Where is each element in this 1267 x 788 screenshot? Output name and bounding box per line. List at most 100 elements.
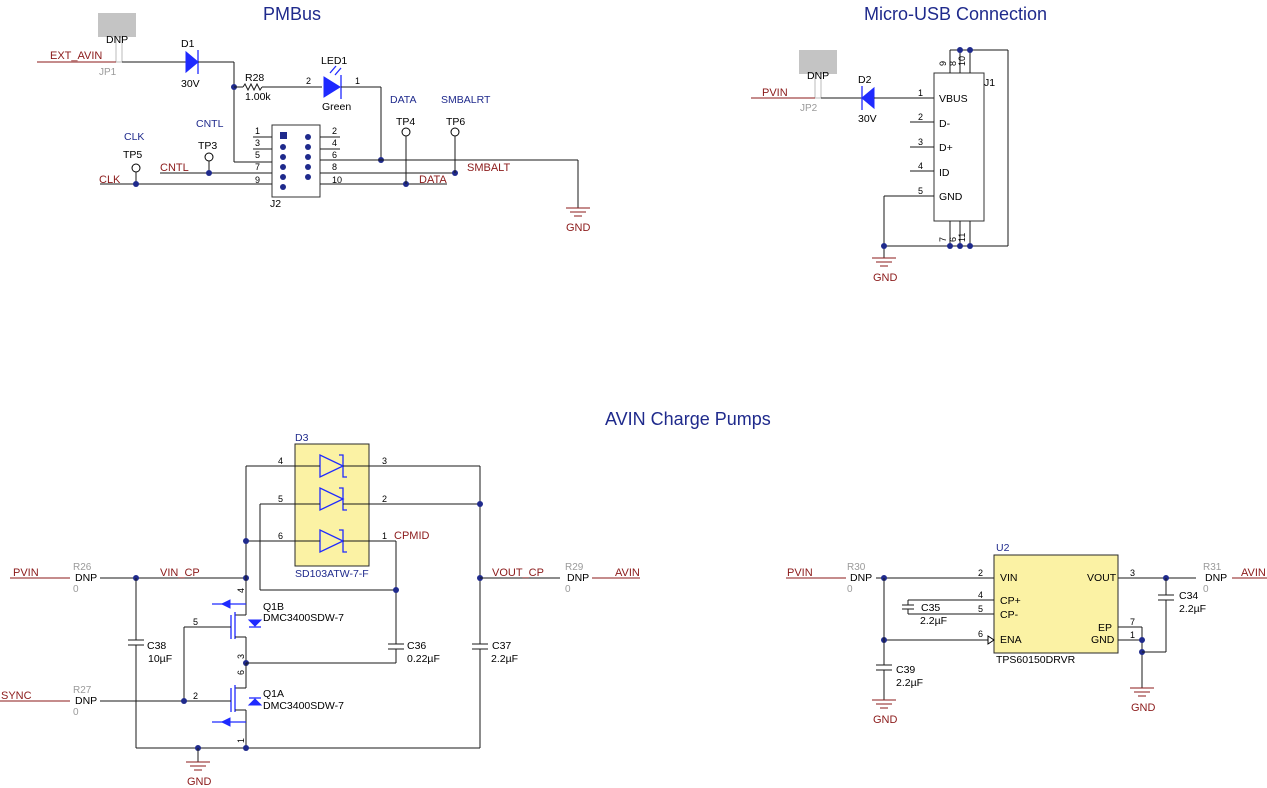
data-label: DATA bbox=[390, 94, 416, 106]
jp2-jumper: DNP JP2 bbox=[799, 50, 837, 114]
d3-value: SD103ATW-7-F bbox=[295, 568, 369, 580]
u2-pin-vin: VIN bbox=[1000, 572, 1018, 584]
u2-chip: U2 TPS60150DRVR VIN CP+ CP- ENA VOUT EP … bbox=[993, 542, 1119, 666]
svg-text:11: 11 bbox=[957, 233, 967, 242]
jp2-dnp: DNP bbox=[807, 70, 829, 82]
u2-left-ground-symbol: GND bbox=[872, 699, 898, 726]
c37-value: 2.2µF bbox=[491, 653, 518, 665]
tp4-testpoint bbox=[401, 127, 411, 137]
c35-ref: C35 bbox=[921, 602, 940, 614]
q1b-mosfet: Q1B DMC3400SDW-7 bbox=[212, 592, 344, 663]
jp1-dnp: DNP bbox=[106, 34, 128, 46]
jp1-ref: JP1 bbox=[99, 67, 117, 78]
cp-gnd-net: GND bbox=[187, 776, 212, 788]
svg-text:2: 2 bbox=[918, 112, 923, 122]
tp6-ref: TP6 bbox=[446, 116, 465, 128]
cpmid-net: CPMID bbox=[394, 530, 430, 542]
svg-text:4: 4 bbox=[918, 161, 923, 171]
cp-ground-symbol: GND bbox=[186, 761, 212, 788]
svg-text:7: 7 bbox=[1130, 617, 1135, 627]
r27-ref: R27 bbox=[73, 685, 92, 696]
c38-value: 10µF bbox=[148, 653, 172, 665]
u2-value: TPS60150DRVR bbox=[996, 654, 1076, 666]
svg-text:1: 1 bbox=[236, 738, 246, 743]
r26-value: 0 bbox=[73, 584, 79, 595]
svg-text:5: 5 bbox=[193, 617, 198, 627]
tp3-testpoint bbox=[204, 152, 214, 162]
c36-value: 0.22µF bbox=[407, 653, 440, 665]
svg-text:9: 9 bbox=[938, 61, 948, 66]
r29-dnp: DNP bbox=[567, 572, 589, 584]
pmbus-title: PMBus bbox=[263, 4, 321, 24]
c38-ref: C38 bbox=[147, 640, 166, 652]
svg-text:3: 3 bbox=[1130, 568, 1135, 578]
usb-title: Micro-USB Connection bbox=[864, 4, 1047, 24]
tp5-ref: TP5 bbox=[123, 149, 142, 161]
u2-pin-gnd: GND bbox=[1091, 634, 1115, 646]
svg-text:1: 1 bbox=[382, 531, 387, 541]
u2-right-gnd-net: GND bbox=[1131, 702, 1156, 714]
pmbus-gnd-net: GND bbox=[566, 222, 591, 234]
ext-avin-net: EXT_AVIN bbox=[50, 50, 102, 62]
usb-gnd-net: GND bbox=[873, 272, 898, 284]
svg-text:5: 5 bbox=[255, 150, 260, 160]
j2-ref: J2 bbox=[270, 198, 281, 210]
j2-header: J2 bbox=[270, 124, 321, 210]
r27-dnp: DNP bbox=[75, 695, 97, 707]
svg-text:7: 7 bbox=[938, 237, 948, 242]
svg-text:1: 1 bbox=[355, 76, 360, 86]
svg-text:6: 6 bbox=[278, 531, 283, 541]
c37-ref: C37 bbox=[492, 640, 511, 652]
pvin-left-net: PVIN bbox=[13, 567, 39, 579]
d2-diode: D2 30V bbox=[858, 74, 877, 125]
svg-text:10: 10 bbox=[957, 56, 967, 66]
c36-ref: C36 bbox=[407, 640, 426, 652]
d1-ref: D1 bbox=[181, 38, 195, 50]
q1b-value: DMC3400SDW-7 bbox=[263, 612, 344, 624]
svg-text:2: 2 bbox=[332, 126, 337, 136]
j1-pin-id: ID bbox=[939, 167, 950, 179]
svg-text:3: 3 bbox=[255, 138, 260, 148]
c35-value: 2.2µF bbox=[920, 615, 947, 627]
data-net: DATA bbox=[419, 174, 447, 186]
r31-ref: R31 bbox=[1203, 562, 1222, 573]
q1b-ref: Q1B bbox=[263, 601, 284, 613]
svg-text:6: 6 bbox=[948, 237, 958, 242]
svg-text:2: 2 bbox=[306, 76, 311, 86]
pmbus-ground-symbol: GND bbox=[566, 207, 591, 234]
d3-ref: D3 bbox=[295, 432, 309, 444]
pvin-usb-net: PVIN bbox=[762, 87, 788, 99]
u2-pin-ena: ENA bbox=[1000, 634, 1022, 646]
r28-ref: R28 bbox=[245, 72, 264, 84]
svg-text:6: 6 bbox=[978, 629, 983, 639]
svg-text:4: 4 bbox=[332, 138, 337, 148]
j1-pin-vbus: VBUS bbox=[939, 93, 968, 105]
u2-pin-ep: EP bbox=[1098, 622, 1112, 634]
vin-cp-net: VIN_CP bbox=[160, 567, 200, 579]
u2-pin-cpm: CP- bbox=[1000, 609, 1019, 621]
r27-value: 0 bbox=[73, 707, 79, 718]
clk-label: CLK bbox=[124, 131, 144, 143]
c34-ref: C34 bbox=[1179, 590, 1198, 602]
svg-text:9: 9 bbox=[255, 175, 260, 185]
jp1-jumper: DNP JP1 bbox=[98, 13, 136, 78]
led1-led: LED1 Green bbox=[321, 55, 351, 113]
usb-ground-symbol: GND bbox=[872, 257, 898, 284]
svg-text:4: 4 bbox=[278, 456, 283, 466]
svg-text:10: 10 bbox=[332, 175, 342, 185]
j1-pin-dminus: D- bbox=[939, 118, 951, 130]
u2-left-gnd-net: GND bbox=[873, 714, 898, 726]
svg-text:7: 7 bbox=[255, 162, 260, 172]
j1-ref: J1 bbox=[984, 77, 995, 89]
svg-text:5: 5 bbox=[978, 604, 983, 614]
svg-text:4: 4 bbox=[236, 588, 246, 593]
svg-text:2: 2 bbox=[978, 568, 983, 578]
tp4-ref: TP4 bbox=[396, 116, 415, 128]
c34-value: 2.2µF bbox=[1179, 603, 1206, 615]
q1a-mosfet: Q1A DMC3400SDW-7 bbox=[212, 663, 344, 748]
clk-net: CLK bbox=[99, 174, 121, 186]
avin-left-net: AVIN bbox=[615, 567, 640, 579]
r30-value: 0 bbox=[847, 584, 853, 595]
tp5-testpoint bbox=[131, 163, 141, 173]
svg-text:8: 8 bbox=[332, 162, 337, 172]
